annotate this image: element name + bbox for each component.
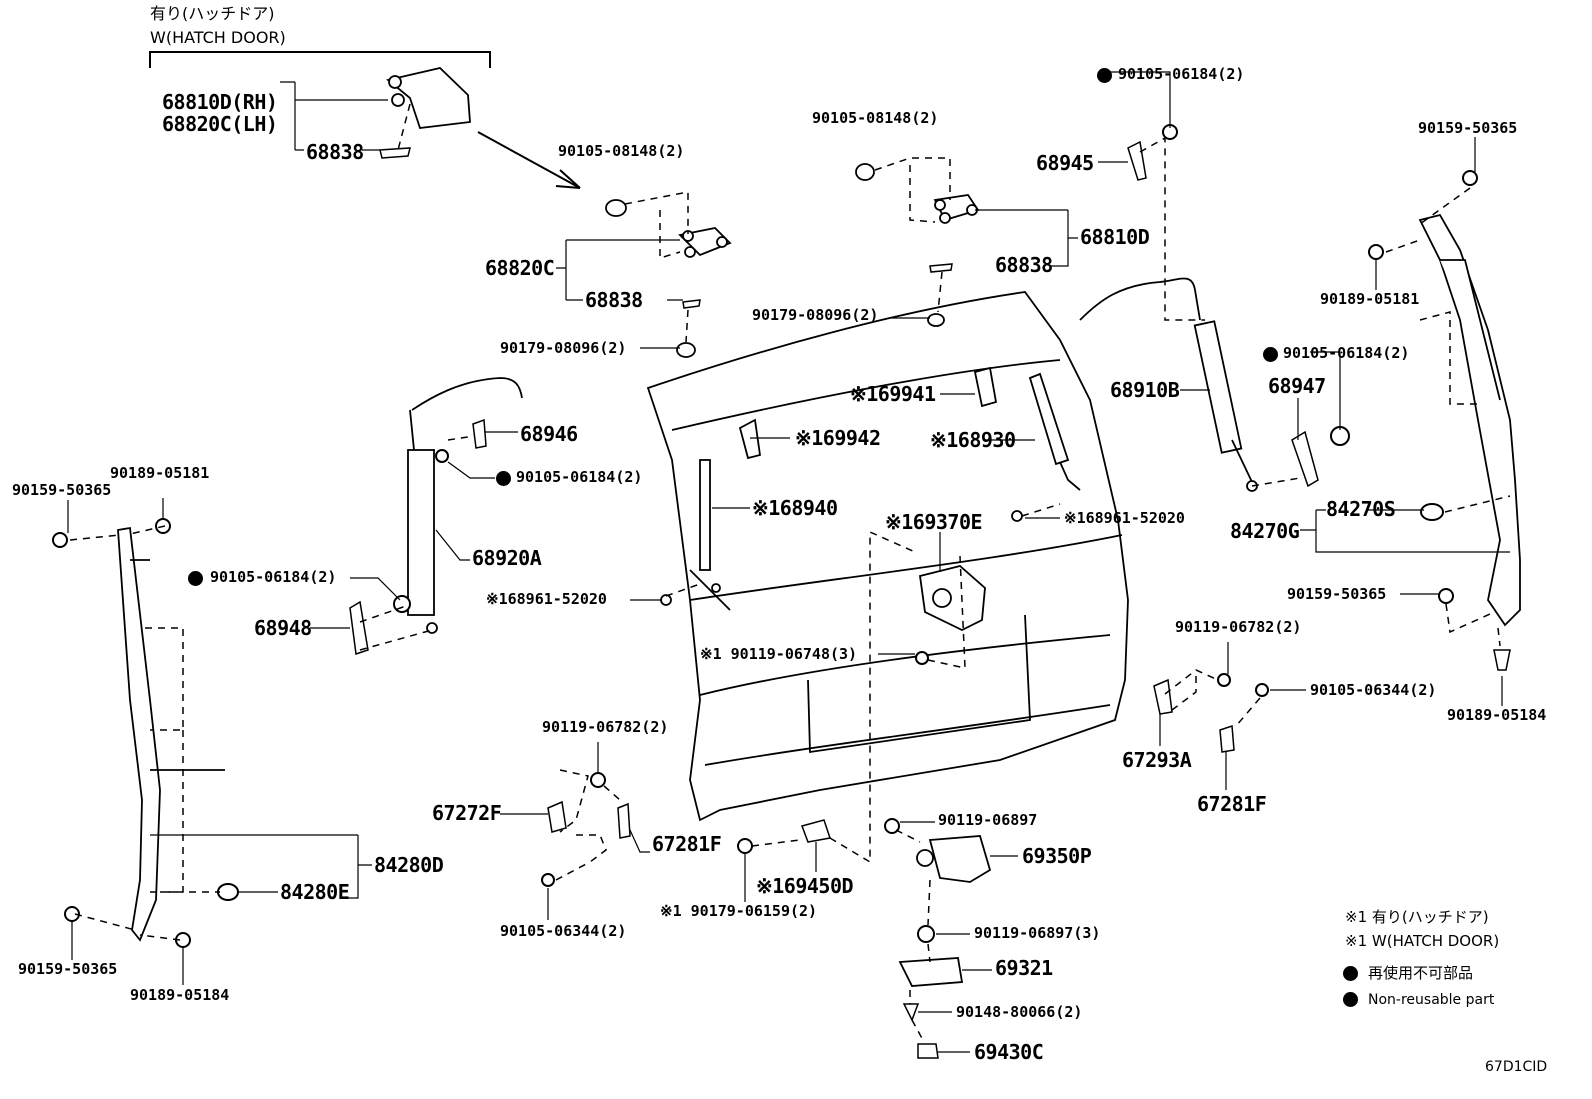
- shim-68838-a: [379, 147, 411, 159]
- label-67272F: 67272F: [432, 801, 502, 825]
- label-90119-06782-b: 90119-06782(2): [1175, 618, 1302, 636]
- label-90148-80066: 90148-80066(2): [956, 1003, 1083, 1021]
- legend-nonreusable-en: Non-reusable part: [1368, 992, 1495, 1008]
- label-67281F-b: 67281F: [1197, 792, 1267, 816]
- label-84270G: 84270G: [1230, 519, 1300, 543]
- motor-69350P: [916, 835, 992, 883]
- header-en-title: W(HATCH DOOR): [150, 28, 286, 47]
- hinge-68820C: [678, 227, 732, 258]
- label-90105-08148-b: 90105-08148(2): [812, 109, 939, 127]
- label-90159-50365-r: 90159-50365: [1287, 585, 1387, 603]
- nut-b: [676, 342, 696, 358]
- label-90189-05184-r: 90189-05184: [1447, 706, 1547, 724]
- label-84280E: 84280E: [280, 880, 350, 904]
- label-68820C: 68820C: [485, 256, 555, 280]
- label-69370E: ※169370E: [885, 510, 983, 534]
- label-90119-06782-a: 90119-06782(2): [542, 718, 669, 736]
- legend-dot: [1343, 992, 1358, 1007]
- label-90119-06748: ※1 90119-06748(3): [700, 645, 858, 663]
- label-69430C: 69430C: [974, 1040, 1044, 1064]
- label-68946: 68946: [520, 422, 578, 446]
- label-90159-50365-tr: 90159-50365: [1418, 119, 1518, 137]
- leader-lines: [67, 71, 1510, 1053]
- legend-note1-jp: ※1 有り(ハッチドア): [1345, 908, 1489, 926]
- legend-note1-en: ※1 W(HATCH DOOR): [1345, 932, 1500, 950]
- nut-a: [605, 199, 627, 217]
- label-90179-08096-a: 90179-08096(2): [500, 339, 627, 357]
- hinge-large: [386, 67, 471, 129]
- strut-68910B: [1079, 277, 1258, 492]
- label-90105-06184-top: 90105-06184(2): [1118, 65, 1245, 83]
- label-68810D-RH: 68810D(RH): [162, 90, 278, 114]
- label-67293A: 67293A: [1122, 748, 1192, 772]
- label-68910B: 68910B: [1110, 378, 1180, 402]
- label-69321: 69321: [995, 956, 1053, 980]
- label-90105-06184-r: 90105-06184(2): [1283, 344, 1410, 362]
- diagram-code: 67D1CID: [1485, 1059, 1548, 1075]
- nonreusable-dot: [188, 571, 203, 586]
- label-90119-06897: 90119-06897: [938, 811, 1038, 829]
- label-69942: ※169942: [795, 426, 881, 450]
- label-68838-b: 68838: [585, 288, 643, 312]
- legend-dot: [1343, 966, 1358, 981]
- label-69350P: 69350P: [1022, 844, 1092, 868]
- label-68810D: 68810D: [1080, 225, 1150, 249]
- label-90105-06184-mid: 90105-06184(2): [516, 468, 643, 486]
- label-68920A: 68920A: [472, 546, 542, 570]
- label-68945: 68945: [1036, 151, 1094, 175]
- strut-68920A: [407, 377, 523, 634]
- label-90105-08148-a: 90105-08148(2): [558, 142, 685, 160]
- arrow-shaft: [477, 131, 581, 189]
- label-67281F-a: 67281F: [652, 832, 722, 856]
- label-90159-50365-l: 90159-50365: [12, 481, 112, 499]
- label-84280D: 84280D: [374, 853, 444, 877]
- nonreusable-dot: [1263, 347, 1278, 362]
- label-68961-52020-l: ※168961-52020: [486, 590, 607, 608]
- label-90189-05181-r: 90189-05181: [1320, 290, 1420, 308]
- label-69941: ※169941: [850, 382, 936, 406]
- label-90119-06897-3: 90119-06897(3): [974, 924, 1101, 942]
- hatch-door-bracket: [149, 51, 491, 68]
- header-jp-title: 有り(ハッチドア): [150, 4, 275, 23]
- back-door-outline: [646, 291, 1129, 822]
- trim-right: [1418, 213, 1521, 627]
- label-68930: ※168930: [930, 428, 1016, 452]
- label-90105-06184-l: 90105-06184(2): [210, 568, 337, 586]
- label-90105-06344-b: 90105-06344(2): [1310, 681, 1437, 699]
- label-69450D: ※169450D: [756, 874, 854, 898]
- legend-nonreusable-jp: 再使用不可部品: [1368, 964, 1474, 982]
- label-90189-05184-bl: 90189-05184: [130, 986, 230, 1004]
- lock-69370E: [918, 565, 986, 632]
- label-68820C-LH: 68820C(LH): [162, 112, 278, 136]
- label-90189-05181-l: 90189-05181: [110, 464, 210, 482]
- dashed-lines: [69, 103, 1511, 1043]
- label-68940: ※168940: [752, 496, 838, 520]
- trim-left: [117, 526, 225, 942]
- label-68838-a: 68838: [306, 140, 364, 164]
- label-90179-08096-b: 90179-08096(2): [752, 306, 879, 324]
- nonreusable-dot: [496, 471, 511, 486]
- label-68961-52020-r: ※168961-52020: [1064, 509, 1185, 527]
- label-90159-50365-bl: 90159-50365: [18, 960, 118, 978]
- hinge-68810D: [933, 194, 980, 224]
- label-84270S: 84270S: [1326, 497, 1396, 521]
- arrow-head: [555, 169, 581, 189]
- label-68838-c: 68838: [995, 253, 1053, 277]
- label-68947: 68947: [1268, 374, 1326, 398]
- nonreusable-dot: [1097, 68, 1112, 83]
- label-90105-06344-a: 90105-06344(2): [500, 922, 627, 940]
- label-90179-06159: ※1 90179-06159(2): [660, 902, 818, 920]
- label-68948: 68948: [254, 616, 312, 640]
